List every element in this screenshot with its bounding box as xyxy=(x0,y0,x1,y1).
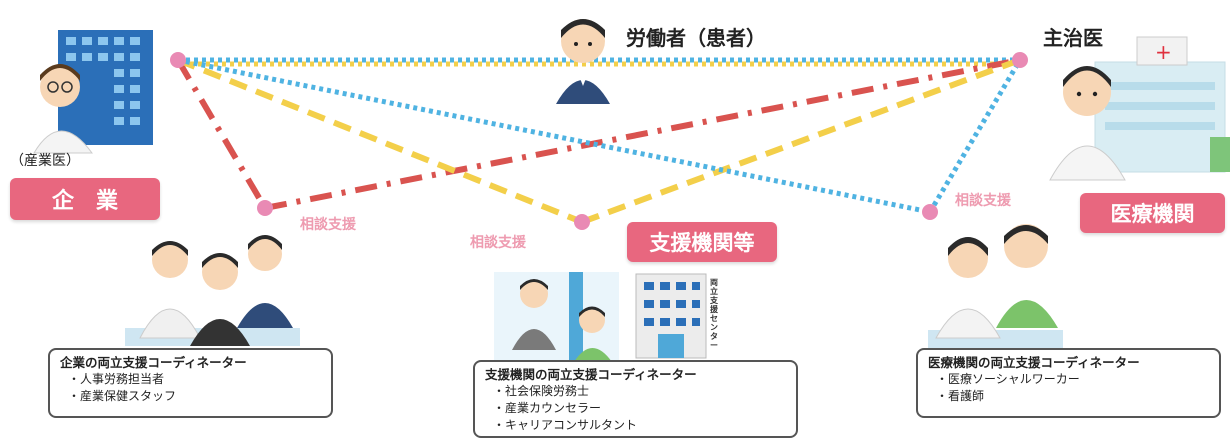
support-coordinator-item: ・産業カウンセラー xyxy=(493,401,602,415)
node-company xyxy=(170,52,186,68)
support-coordinator-box: 支援機関の両立支援コーディネーター ・社会保険労務士 ・産業カウンセラー ・キャ… xyxy=(473,360,798,438)
support-building-illustration xyxy=(635,273,707,359)
support-coordinator-item: ・社会保険労務士 xyxy=(493,384,590,398)
worker-illustration xyxy=(556,19,610,104)
hospital-pill: 医療機関 xyxy=(1080,193,1225,233)
consult-label-support: 相談支援 xyxy=(470,235,526,251)
line-hospitalconsult-hospital-blue xyxy=(927,58,1023,214)
support-coordinator-item: ・キャリアコンサルタント xyxy=(493,418,638,432)
line-support-hospital-yellow xyxy=(580,57,1022,225)
node-hospital xyxy=(1012,52,1028,68)
company-pill: 企 業 xyxy=(10,178,160,220)
company-coordinator-title: 企業の両立支援コーディネーター xyxy=(60,355,247,370)
consult-label-hospital: 相談支援 xyxy=(955,193,1011,209)
company-coordinator-item: ・人事労務担当者 xyxy=(68,372,165,386)
hospital-coordinator-box: 医療機関の両立支援コーディネーター ・医療ソーシャルワーカー ・看護師 xyxy=(916,348,1221,418)
company-coordinator-box: 企業の両立支援コーディネーター ・人事労務担当者 ・産業保健スタッフ xyxy=(48,348,333,418)
doctor-label: 主治医 xyxy=(1043,26,1103,50)
support-coordinator-title: 支援機関の両立支援コーディネーター xyxy=(485,367,697,382)
line-company-consult-red xyxy=(175,58,268,210)
support-org-pill: 支援機関等 xyxy=(627,222,777,262)
worker-label: 労働者（患者） xyxy=(626,26,766,50)
company-coordinator-item: ・産業保健スタッフ xyxy=(68,389,177,403)
node-support-consult xyxy=(574,214,590,230)
node-company-consult xyxy=(257,200,273,216)
consult-label-company: 相談支援 xyxy=(300,217,356,233)
support-consult-illustration xyxy=(494,272,619,362)
node-hospital-consult xyxy=(922,204,938,220)
hospital-coordinator-item: ・看護師 xyxy=(936,389,985,403)
hospital-coordinator-item: ・医療ソーシャルワーカー xyxy=(936,372,1080,386)
hospital-illustration: + xyxy=(1049,36,1230,181)
building-sign: 両立支援センター xyxy=(710,278,718,350)
industrial-doctor-label: （産業医） xyxy=(10,153,80,169)
line-company-support-yellow xyxy=(176,57,584,225)
line-consult-hospital-red xyxy=(264,57,1021,211)
svg-text:+: + xyxy=(1155,40,1172,64)
hospital-consult-illustration xyxy=(928,224,1063,348)
company-building-illustration xyxy=(33,30,153,154)
hospital-coordinator-title: 医療機関の両立支援コーディネーター xyxy=(928,355,1140,370)
company-meeting-illustration xyxy=(125,235,300,346)
